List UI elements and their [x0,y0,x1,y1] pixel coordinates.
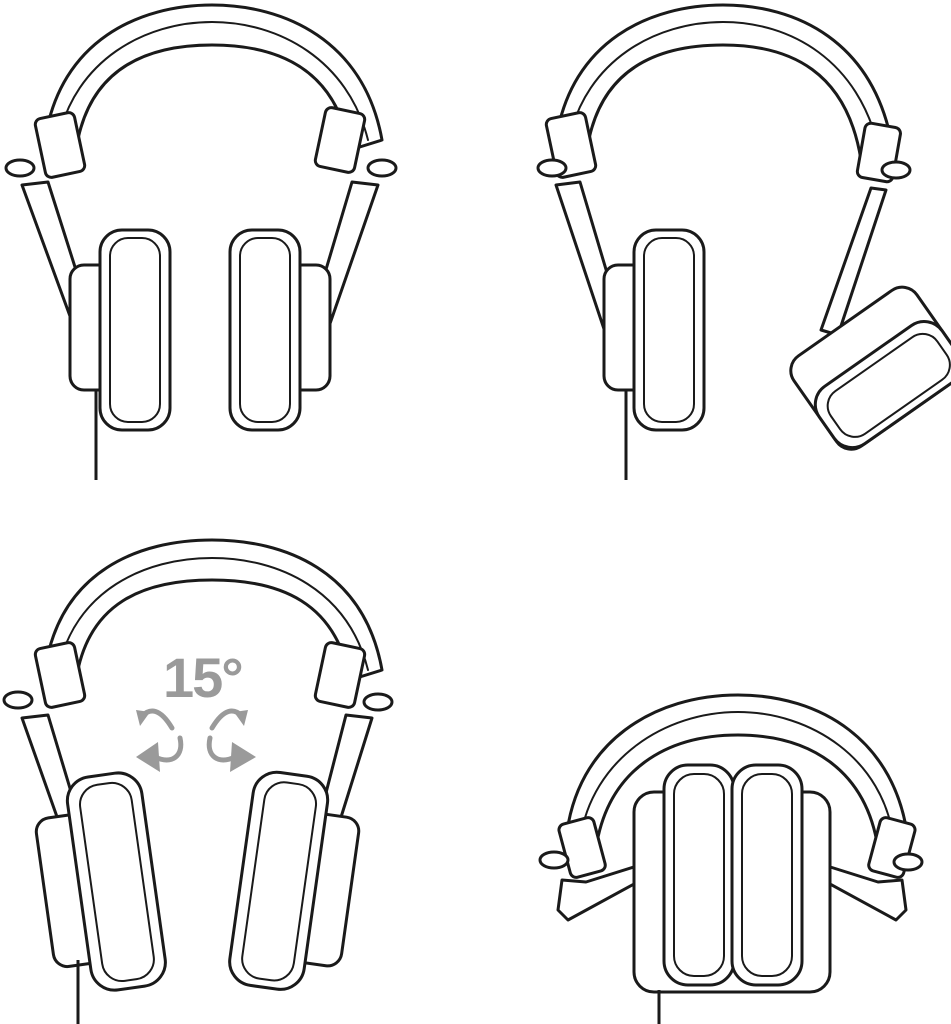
left-hinge [4,158,36,178]
headphones-front-view [0,0,475,500]
right-hinge [880,160,912,180]
left-hinge [538,850,570,870]
left-arrowhead [136,742,160,772]
headphones-rotation-drawing [2,538,394,1024]
right-hinge [892,852,924,872]
left-earpad [65,771,167,992]
right-hinge [366,158,398,178]
right-slider [313,106,367,174]
right-slider [313,641,367,709]
right-earpad [228,228,302,432]
left-slider [33,641,87,709]
right-yoke [819,186,888,337]
left-earpad [632,228,706,432]
headphones-rotation-view [0,520,475,1024]
right-earpad [730,763,804,987]
headphones-front-drawing [4,3,398,480]
headphones-folded-drawing [538,693,924,1024]
left-hinge [536,158,568,178]
headphones-swivel-drawing [536,3,951,480]
right-hinge [362,692,394,712]
left-slider [557,816,607,879]
rotation-angle-label: 15° [163,646,244,709]
headband [554,3,895,162]
headphones-swivel-view [476,0,951,500]
right-earcup-rotated [789,285,951,451]
left-earpad [98,228,172,432]
right-earpad [228,770,330,991]
right-arrowhead [230,742,256,772]
headband [43,3,384,152]
left-slider [33,111,87,179]
left-hinge [2,690,34,710]
headband [43,538,384,682]
headphones-folded-view [476,520,951,1024]
